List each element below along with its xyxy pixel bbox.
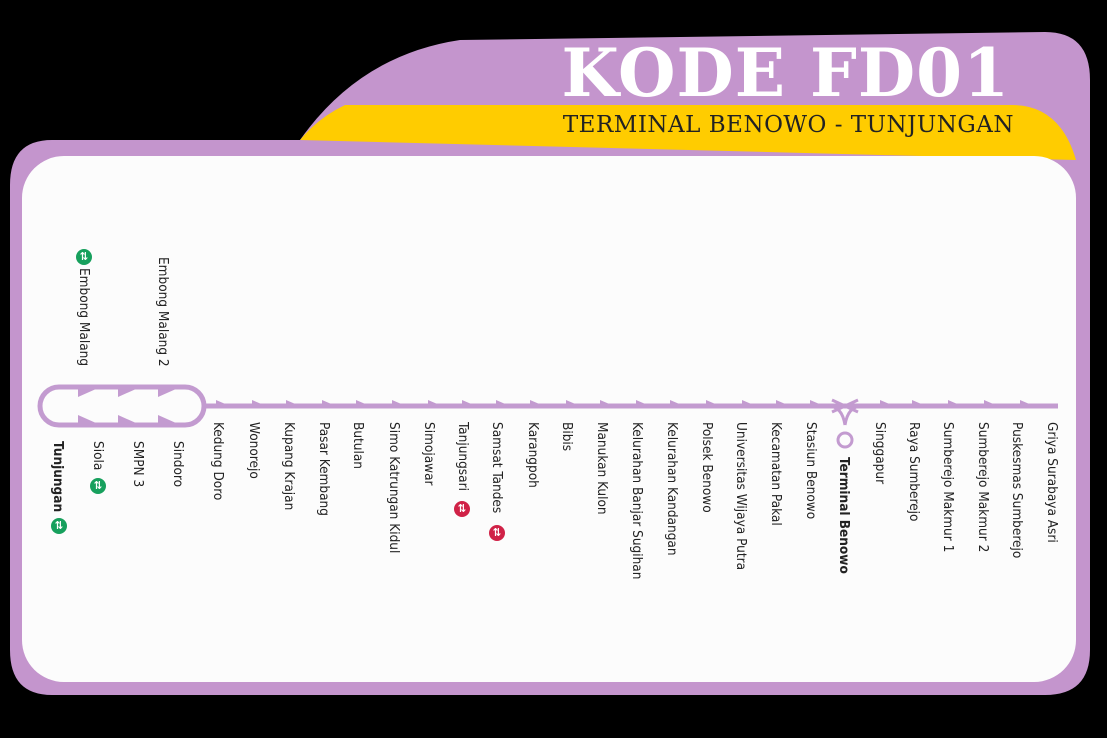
route-loop bbox=[37, 384, 207, 428]
stop-embong-malang-2: Embong Malang 2 bbox=[155, 257, 171, 367]
stop-puskesmas-sumberejo: Puskesmas Sumberejo bbox=[1009, 422, 1025, 559]
transfer-icon: ⇅ bbox=[76, 249, 92, 265]
stop-stasiun-benowo: Stasiun Benowo bbox=[803, 422, 819, 520]
route-code-title: KODE FD01 bbox=[561, 34, 1010, 112]
stop-manukan-kulon: Manukan Kulon bbox=[594, 422, 610, 515]
stop-simo-katrungan-kidul: Simo Katrungan Kidul bbox=[386, 422, 402, 554]
terminal-benowo-marker bbox=[836, 431, 854, 449]
stop-kupang-krajan: Kupang Krajan bbox=[281, 422, 297, 511]
stop-polsek-benowo: Polsek Benowo bbox=[699, 422, 715, 513]
stop-tunjungan: Tunjungan bbox=[50, 441, 66, 513]
stop-kelurahan-banjar-sugihan: Kelurahan Banjar Sugihan bbox=[629, 422, 645, 580]
stop-smpn-3: SMPN 3 bbox=[130, 441, 146, 488]
stop-ticks bbox=[216, 400, 1034, 406]
stop-butulan: Butulan bbox=[350, 422, 366, 470]
stop-simojawar: Simojawar bbox=[421, 422, 437, 486]
stop-siola: Siola bbox=[90, 441, 106, 471]
transfer-icon: ⇅ bbox=[51, 518, 67, 534]
stop-kecamatan-pakal: Kecamatan Pakal bbox=[768, 422, 784, 526]
stop-sumberejo-makmur-1: Sumberejo Makmur 1 bbox=[940, 422, 956, 553]
stop-terminal-benowo: Terminal Benowo bbox=[836, 457, 852, 574]
stop-embong-malang: Embong Malang bbox=[76, 268, 92, 367]
stop-wonorejo: Wonorejo bbox=[246, 422, 262, 479]
stop-samsat-tandes: Samsat Tandes bbox=[489, 422, 505, 514]
stop-pasar-kembang: Pasar Kembang bbox=[316, 422, 332, 516]
stop-universitas-wijaya-putra: Universitas Wijaya Putra bbox=[733, 422, 749, 571]
route-endpoints: TERMINAL BENOWO - TUNJUNGAN bbox=[562, 112, 1014, 138]
stop-kedung-doro: Kedung Doro bbox=[210, 422, 226, 501]
stop-karangpoh: Karangpoh bbox=[525, 422, 541, 488]
stop-kelurahan-kandangan: Kelurahan Kandangan bbox=[664, 422, 680, 556]
stop-sindoro: Sindoro bbox=[170, 441, 186, 488]
terminal-junction bbox=[827, 398, 863, 426]
transfer-icon: ⇅ bbox=[489, 525, 505, 541]
stop-tanjungsari: Tanjungsari bbox=[455, 422, 471, 491]
loop-arrows bbox=[78, 389, 176, 423]
map-panel bbox=[22, 156, 1076, 682]
stop-raya-sumberejo: Raya Sumberejo bbox=[906, 422, 922, 522]
transfer-icon: ⇅ bbox=[454, 501, 470, 517]
stop-sumberejo-makmur-2: Sumberejo Makmur 2 bbox=[975, 422, 991, 553]
stop-griya-surabaya-asri: Griya Surabaya Asri bbox=[1044, 422, 1060, 543]
stop-singgapur: Singgapur bbox=[872, 422, 888, 485]
banner-yellow bbox=[300, 105, 1076, 160]
stop-bibis: Bibis bbox=[559, 422, 575, 452]
transfer-icon: ⇅ bbox=[90, 478, 106, 494]
